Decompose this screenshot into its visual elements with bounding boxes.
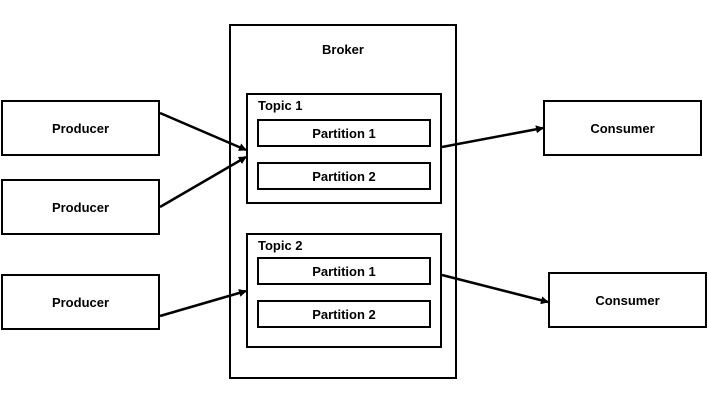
topic-1-partition-2: Partition 2 [257, 162, 431, 190]
topic-2-label: Topic 2 [258, 238, 303, 253]
topic-2-partition-2: Partition 2 [257, 300, 431, 328]
producer-3-box: Producer [1, 274, 160, 330]
producer-1-box: Producer [1, 100, 160, 156]
topic-1-partition-1: Partition 1 [257, 119, 431, 147]
arrow-topic-1-to-consumer-1 [441, 125, 544, 149]
topic-1-label: Topic 1 [258, 98, 303, 113]
consumer-1-box: Consumer [543, 100, 702, 156]
producer-2-box: Producer [1, 179, 160, 235]
broker-label: Broker [322, 42, 364, 57]
arrow-topic-2-to-consumer-2 [441, 273, 549, 305]
topic-2-box [246, 233, 442, 348]
topic-2-partition-1: Partition 1 [257, 257, 431, 285]
consumer-2-box: Consumer [548, 272, 707, 328]
